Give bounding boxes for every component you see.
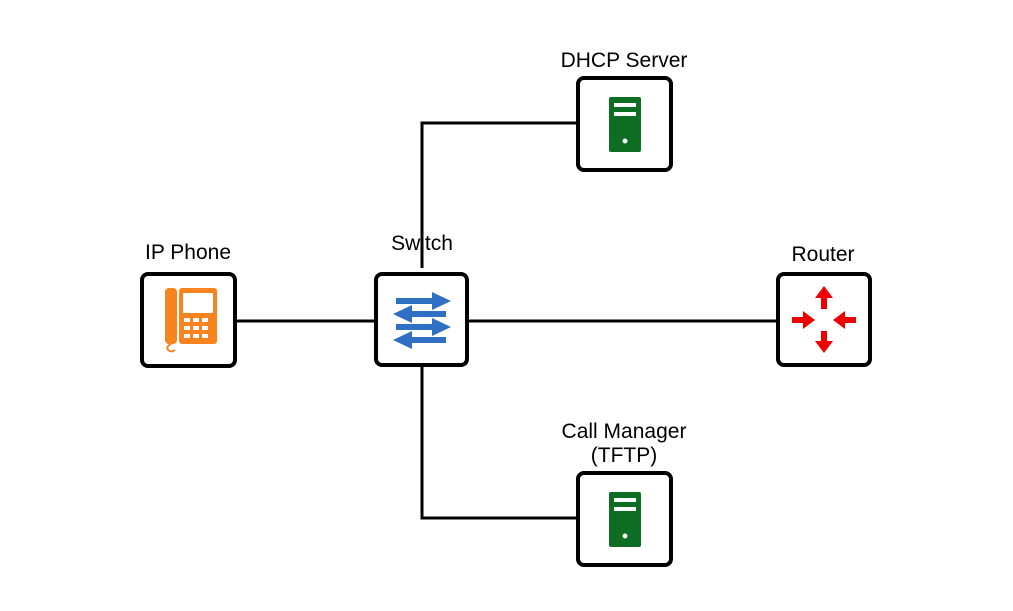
dhcp-server-label: DHCP Server — [561, 49, 688, 72]
node-router[interactable]: Router — [776, 243, 872, 367]
phone-icon — [165, 288, 217, 353]
call-manager-label: Call Manager — [562, 420, 687, 443]
server-icon — [609, 492, 641, 547]
node-switch[interactable]: Switch — [374, 232, 469, 367]
switch-box — [374, 272, 469, 367]
node-dhcp-server[interactable]: DHCP Server — [561, 49, 688, 172]
router-icon — [792, 286, 856, 353]
router-label: Router — [791, 243, 854, 266]
node-ip-phone[interactable]: IP Phone — [140, 241, 237, 368]
links — [236, 121, 778, 520]
ip-phone-label: IP Phone — [145, 241, 231, 264]
call-manager-sublabel: (TFTP) — [591, 444, 657, 467]
link-switch-dhcp — [420, 121, 578, 268]
link-switch-callmanager — [420, 366, 578, 520]
switch-icon — [393, 292, 451, 349]
switch-label: Switch — [391, 232, 453, 255]
router-box — [776, 272, 872, 367]
server-icon — [609, 97, 641, 152]
node-call-manager[interactable]: Call Manager (TFTP) — [562, 420, 687, 567]
